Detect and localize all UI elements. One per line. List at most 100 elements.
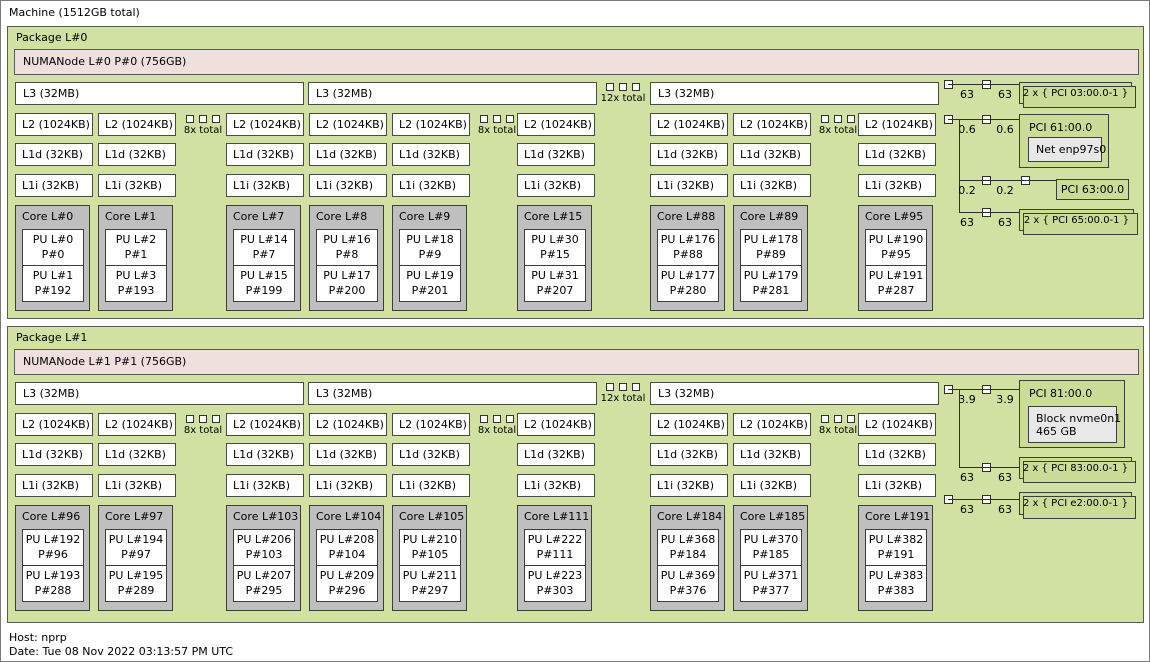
pu-physical-id: P#288 xyxy=(34,583,72,597)
pu-logical-id: PU L#368 xyxy=(660,533,716,547)
pu-logical-id: PU L#178 xyxy=(743,233,799,247)
more-label: 12x total xyxy=(600,393,646,404)
pu-physical-id: P#295 xyxy=(245,583,283,597)
pu-box: PU L#222 P#111 xyxy=(524,529,586,566)
l1i-cache-box: L1i (32KB) xyxy=(98,174,176,197)
l1d-cache-box: L1d (32KB) xyxy=(392,443,470,466)
pu-logical-id: PU L#371 xyxy=(743,569,799,583)
more-label: 8x total xyxy=(183,425,223,436)
l2-cache-box: L2 (1024KB) xyxy=(392,413,470,436)
pu-logical-id: PU L#1 xyxy=(32,269,74,283)
l2-cache-box: L2 (1024KB) xyxy=(517,413,595,436)
core-label: Core L#9 xyxy=(399,210,451,223)
numa-node-box: NUMANode L#1 P#1 (756GB) xyxy=(14,349,1139,375)
l1i-cache-box: L1i (32KB) xyxy=(392,174,470,197)
pu-physical-id: P#88 xyxy=(673,247,703,261)
core-box: Core L#95 PU L#190 P#95 PU L#191 P#287 xyxy=(858,205,933,311)
core-box: Core L#105 PU L#210 P#105 PU L#211 P#297 xyxy=(392,505,467,611)
cache-core-column: L2 (1024KB) L1d (32KB) L1i (32KB) Core L… xyxy=(15,113,93,311)
l1d-cache-box: L1d (32KB) xyxy=(98,443,176,466)
l2-cache-box: L2 (1024KB) xyxy=(858,413,936,436)
pu-physical-id: P#383 xyxy=(877,583,915,597)
numa-node-box: NUMANode L#0 P#0 (756GB) xyxy=(14,49,1139,75)
pu-logical-id: PU L#17 xyxy=(323,269,371,283)
pu-logical-id: PU L#370 xyxy=(743,533,799,547)
core-box: Core L#103 PU L#206 P#103 PU L#207 P#295 xyxy=(226,505,301,611)
pu-box: PU L#190 P#95 xyxy=(865,229,927,266)
l1i-cache-box: L1i (32KB) xyxy=(517,474,595,497)
l2-cache-box: L2 (1024KB) xyxy=(309,413,387,436)
pu-box: PU L#382 P#191 xyxy=(865,529,927,566)
pu-physical-id: P#192 xyxy=(34,283,72,297)
core-label: Core L#0 xyxy=(22,210,74,223)
l1i-cache-box: L1i (32KB) xyxy=(15,474,93,497)
pu-physical-id: P#296 xyxy=(328,583,366,597)
l1d-cache-box: L1d (32KB) xyxy=(733,143,811,166)
pu-logical-id: PU L#3 xyxy=(115,269,157,283)
pu-physical-id: P#111 xyxy=(536,547,574,561)
cache-core-column: L2 (1024KB) L1d (32KB) L1i (32KB) Core L… xyxy=(392,413,470,611)
l2-cache-box: L2 (1024KB) xyxy=(226,113,304,136)
l3-cache-box: L3 (32MB) xyxy=(15,82,304,105)
pu-physical-id: P#199 xyxy=(245,283,283,297)
cache-core-column: L2 (1024KB) L1d (32KB) L1i (32KB) Core L… xyxy=(309,113,387,311)
l2-cache-box: L2 (1024KB) xyxy=(517,113,595,136)
l2-cache-box: L2 (1024KB) xyxy=(309,113,387,136)
pu-physical-id: P#95 xyxy=(881,247,911,261)
l1d-cache-box: L1d (32KB) xyxy=(15,443,93,466)
l1i-cache-box: L1i (32KB) xyxy=(98,474,176,497)
l1d-cache-box: L1d (32KB) xyxy=(517,443,595,466)
l1i-cache-box: L1i (32KB) xyxy=(15,174,93,197)
l3-cache-box: L3 (32MB) xyxy=(15,382,304,405)
pu-physical-id: P#0 xyxy=(41,247,65,261)
cache-core-column: L2 (1024KB) L1d (32KB) L1i (32KB) Core L… xyxy=(226,413,304,611)
l1i-cache-box: L1i (32KB) xyxy=(226,174,304,197)
pu-logical-id: PU L#14 xyxy=(240,233,288,247)
pci-device-box: PCI 63:00.0 xyxy=(1056,179,1129,200)
pu-physical-id: P#377 xyxy=(752,583,790,597)
collapsed-core-indicator: 8x total xyxy=(180,115,226,136)
pci-device-label: PCI 63:00.0 xyxy=(1060,183,1125,196)
l3-cache-box: L3 (32MB) xyxy=(650,382,939,405)
more-dots-icon xyxy=(598,383,648,391)
core-box: Core L#9 PU L#18 P#9 PU L#19 P#201 xyxy=(392,205,467,311)
pu-physical-id: P#97 xyxy=(121,547,151,561)
l2-cache-box: L2 (1024KB) xyxy=(15,113,93,136)
pu-logical-id: PU L#207 xyxy=(236,569,292,583)
pu-physical-id: P#1 xyxy=(124,247,148,261)
collapsed-core-indicator: 8x total xyxy=(474,415,520,436)
pu-box: PU L#193 P#288 xyxy=(22,565,84,602)
pu-box: PU L#195 P#289 xyxy=(105,565,167,602)
l2-cache-box: L2 (1024KB) xyxy=(650,413,728,436)
collapsed-core-indicator: 8x total xyxy=(180,415,226,436)
pu-physical-id: P#280 xyxy=(669,283,707,297)
pci-device-box: 2 x { PCI 83:00.0-1 } xyxy=(1019,457,1136,483)
pu-logical-id: PU L#15 xyxy=(240,269,288,283)
pu-box: PU L#179 P#281 xyxy=(740,265,802,302)
pu-box: PU L#192 P#96 xyxy=(22,529,84,566)
network-device-label: Net enp97s0 xyxy=(1036,143,1107,156)
pci-link-speed: 63 xyxy=(960,88,974,101)
pu-box: PU L#209 P#296 xyxy=(316,565,378,602)
pu-physical-id: P#376 xyxy=(669,583,707,597)
network-device-box: Net enp97s0 xyxy=(1028,137,1107,162)
package-label: Package L#0 xyxy=(16,31,88,44)
more-label: 12x total xyxy=(600,93,646,104)
more-dots-icon xyxy=(815,115,861,123)
pci-link-line xyxy=(948,499,1019,500)
core-label: Core L#104 xyxy=(316,510,382,523)
pu-logical-id: PU L#194 xyxy=(108,533,164,547)
pu-physical-id: P#104 xyxy=(328,547,366,561)
pu-physical-id: P#89 xyxy=(756,247,786,261)
pu-logical-id: PU L#222 xyxy=(527,533,583,547)
cache-core-column: L2 (1024KB) L1d (32KB) L1i (32KB) Core L… xyxy=(733,113,811,311)
l1i-cache-box: L1i (32KB) xyxy=(517,174,595,197)
l1i-cache-box: L1i (32KB) xyxy=(733,474,811,497)
l1d-cache-box: L1d (32KB) xyxy=(226,143,304,166)
pu-box: PU L#178 P#89 xyxy=(740,229,802,266)
pu-physical-id: P#287 xyxy=(877,283,915,297)
pu-box: PU L#1 P#192 xyxy=(22,265,84,302)
l1d-cache-box: L1d (32KB) xyxy=(309,143,387,166)
core-box: Core L#191 PU L#382 P#191 PU L#383 P#383 xyxy=(858,505,933,611)
cache-core-column: L2 (1024KB) L1d (32KB) L1i (32KB) Core L… xyxy=(858,113,936,311)
